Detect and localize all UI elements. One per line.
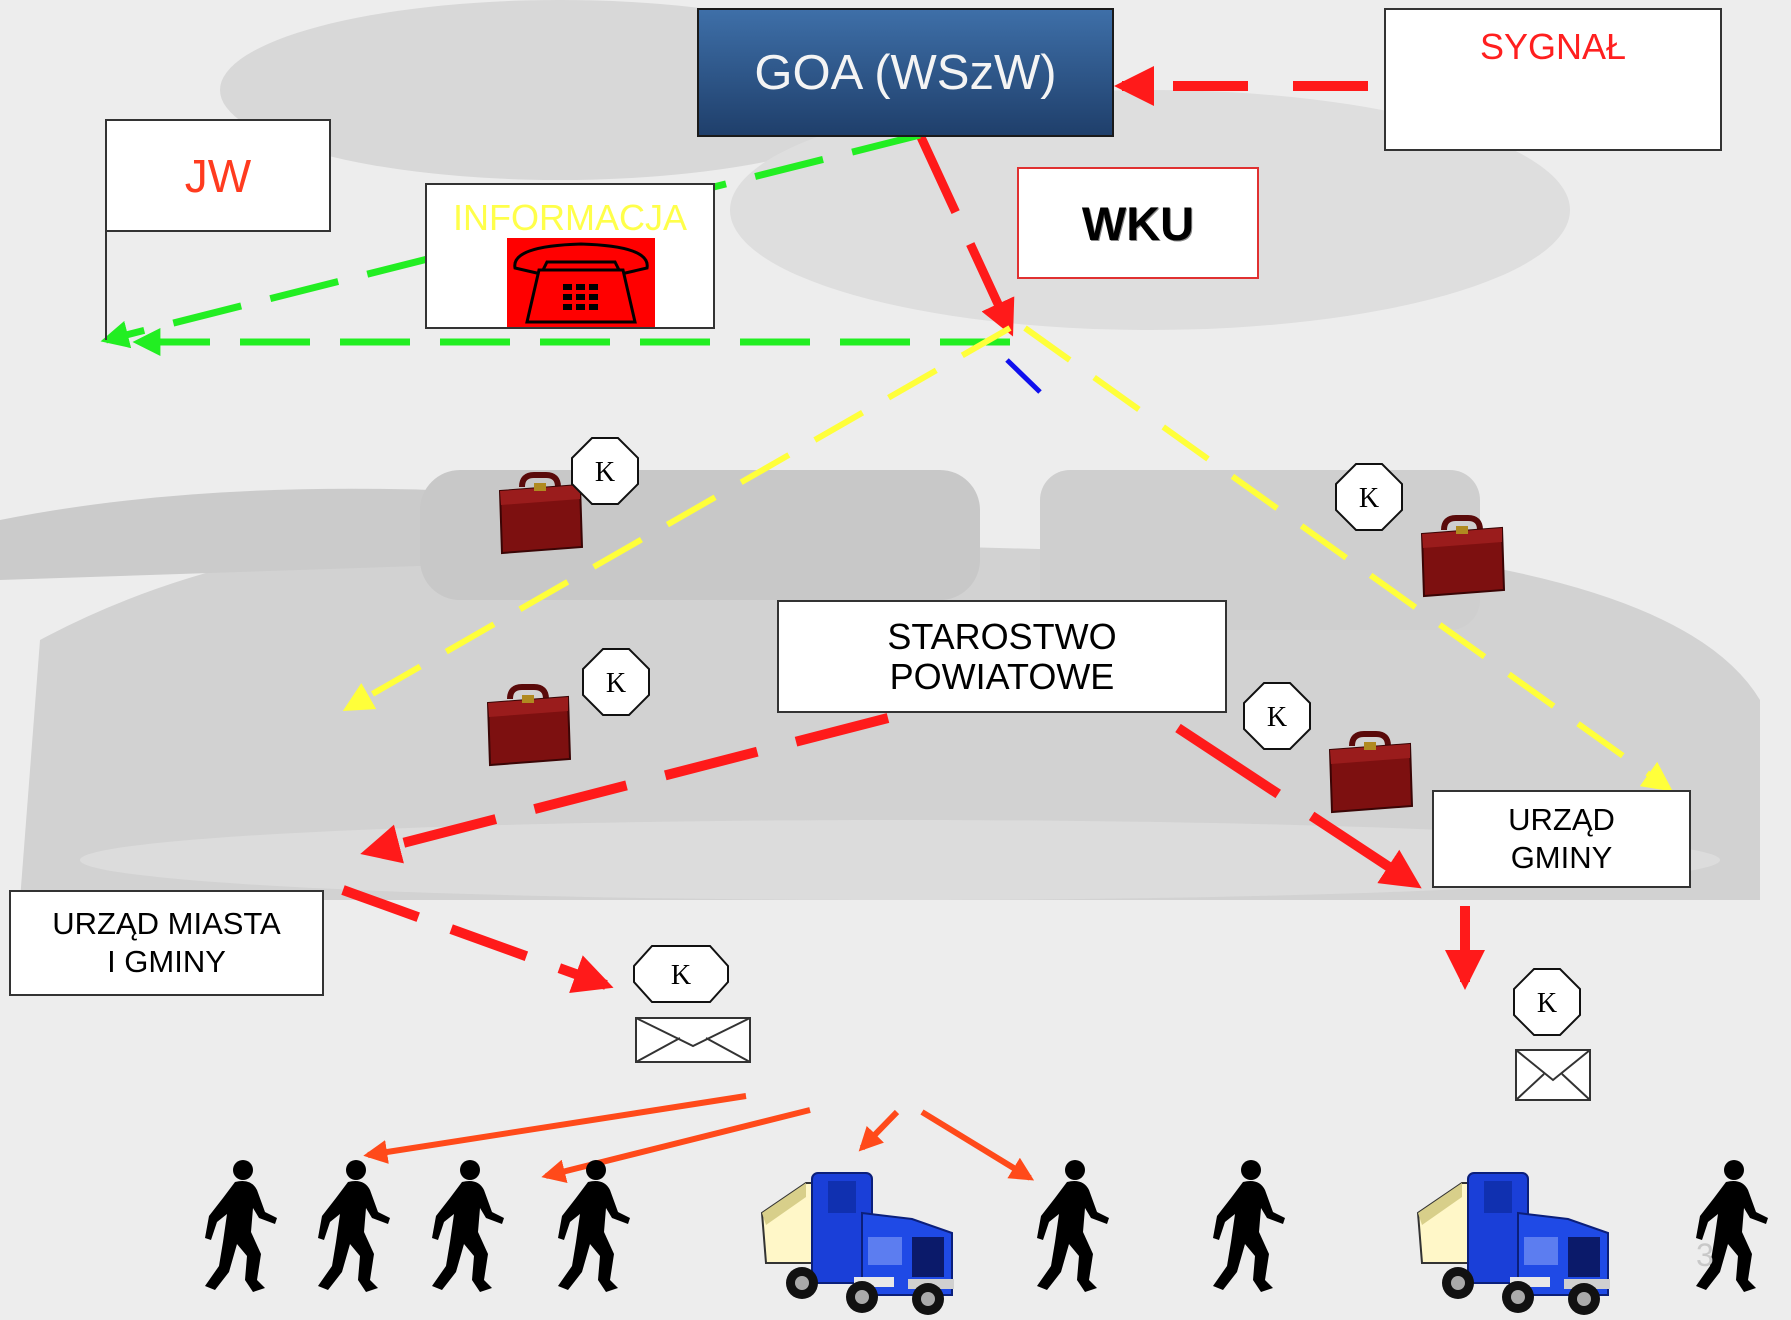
- courier-octagon-icon: K: [633, 945, 729, 1003]
- jw-box: JW: [105, 119, 331, 232]
- arrow-starostwo-to-urzad-gminy: [1175, 723, 1422, 889]
- briefcase-icon: [488, 687, 570, 765]
- sygnal-box: SYGNAŁ: [1384, 8, 1722, 151]
- arrow-urzad-miasta-to-courier: [341, 885, 614, 993]
- courier-octagon-icon: K: [1335, 463, 1403, 531]
- arrow-starostwo-to-urzad-miasta: [360, 713, 890, 864]
- running-person-icon: [432, 1160, 504, 1292]
- urzad-gminy-label: URZĄD GMINY: [1508, 802, 1615, 875]
- informacja-label: INFORMACJA: [453, 197, 687, 238]
- page-number: 3: [1696, 1237, 1714, 1273]
- courier-octagon-icon: K: [582, 648, 650, 716]
- svg-text:K: K: [1359, 483, 1379, 514]
- urzad-gminy-box: URZĄD GMINY: [1432, 790, 1691, 888]
- urzad-miasta-label: URZĄD MIASTA I GMINY: [52, 906, 281, 979]
- svg-text:K: K: [606, 668, 626, 699]
- urzad-miasta-box: URZĄD MIASTA I GMINY: [9, 890, 324, 996]
- jw-label: JW: [184, 149, 252, 202]
- svg-text:K: K: [1537, 988, 1557, 1019]
- arrow-wku-to-urzad-miasta: [342, 325, 1012, 711]
- truck-icon: [1417, 1172, 1611, 1316]
- envelope-icon: [635, 1017, 751, 1063]
- sygnal-label: SYGNAŁ: [1479, 26, 1627, 67]
- briefcase-icon: [500, 475, 582, 553]
- courier-octagon-icon: K: [571, 437, 639, 505]
- arrow-to-runner-2: [363, 1093, 747, 1164]
- wku-label: WKU: [1081, 196, 1195, 250]
- briefcase-icon: [1330, 734, 1412, 812]
- goa-box: GOA (WSzW): [697, 8, 1114, 137]
- starostwo-label: STAROSTWO POWIATOWE: [887, 615, 1117, 697]
- arrow-wku-to-urzad-gminy: [1023, 325, 1673, 792]
- briefcase-icon: [1422, 518, 1504, 596]
- running-person-icon: [1037, 1160, 1109, 1292]
- truck-icon: [761, 1172, 955, 1316]
- informacja-box: INFORMACJA: [425, 183, 715, 329]
- arrow-goa-to-wku: [915, 133, 1015, 337]
- arrow-to-runner-5: [920, 1109, 1035, 1181]
- arrow-to-truck-1: [858, 1109, 900, 1152]
- blue-marker: [1005, 358, 1042, 394]
- running-person-icon: [1213, 1160, 1285, 1292]
- courier-octagon-icon: K: [1513, 968, 1581, 1036]
- running-person-icon: [205, 1160, 277, 1292]
- red-telephone-icon: [507, 238, 655, 327]
- running-person-icon: [558, 1160, 630, 1292]
- courier-octagon-icon: K: [1243, 682, 1311, 750]
- svg-text:K: K: [1267, 702, 1287, 733]
- goa-label: GOA (WSzW): [754, 45, 1057, 100]
- svg-text:K: K: [595, 457, 615, 488]
- starostwo-box: STAROSTWO POWIATOWE: [777, 600, 1227, 713]
- envelope-icon: [1515, 1049, 1591, 1101]
- wku-box: WKU: [1017, 167, 1259, 279]
- svg-text:K: K: [671, 960, 691, 991]
- running-person-icon: [318, 1160, 390, 1292]
